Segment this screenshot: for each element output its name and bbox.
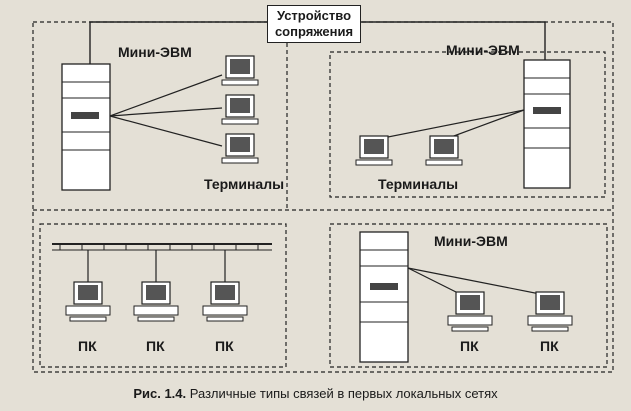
pc-label: ПК [78, 338, 97, 354]
minicomputer-label-top-left: Мини-ЭВМ [118, 44, 192, 60]
link-left [89, 21, 267, 64]
minicomputer-label-top-right: Мини-ЭВМ [446, 42, 520, 58]
pc-label: ПК [146, 338, 165, 354]
interface-device-line2: сопряжения [274, 24, 354, 39]
interface-device: Устройство сопряжения [267, 5, 361, 43]
terminals-label-top-left: Терминалы [204, 176, 285, 192]
terminals-label-top-right: Терминалы [378, 176, 459, 192]
minicomputer-label-bottom-right: Мини-ЭВМ [434, 233, 508, 249]
interface-device-line1: Устройство [276, 8, 352, 23]
pc-label: ПК [460, 338, 479, 354]
pc-icon [447, 291, 493, 332]
link-right [361, 21, 546, 60]
pc-icon [202, 281, 248, 322]
terminal-icon [221, 55, 259, 86]
pc-icon [133, 281, 179, 322]
pc-icon [65, 281, 111, 322]
bottom-left-dashed-box [39, 223, 287, 368]
minicomputer-rack-bottom-right [359, 231, 409, 363]
figure-caption-text: Различные типы связей в первых локальных… [189, 386, 498, 401]
pc-label: ПК [540, 338, 559, 354]
minicomputer-rack-top-right [523, 59, 571, 189]
terminal-icon [221, 133, 259, 164]
minicomputer-rack-top-left [61, 63, 111, 191]
figure-number: Рис. 1.4. [133, 386, 187, 401]
terminal-icon [425, 135, 463, 166]
pc-icon [527, 291, 573, 332]
terminal-icon [221, 94, 259, 125]
terminal-icon [355, 135, 393, 166]
figure-caption: Рис. 1.4. Различные типы связей в первых… [0, 386, 631, 401]
pc-label: ПК [215, 338, 234, 354]
